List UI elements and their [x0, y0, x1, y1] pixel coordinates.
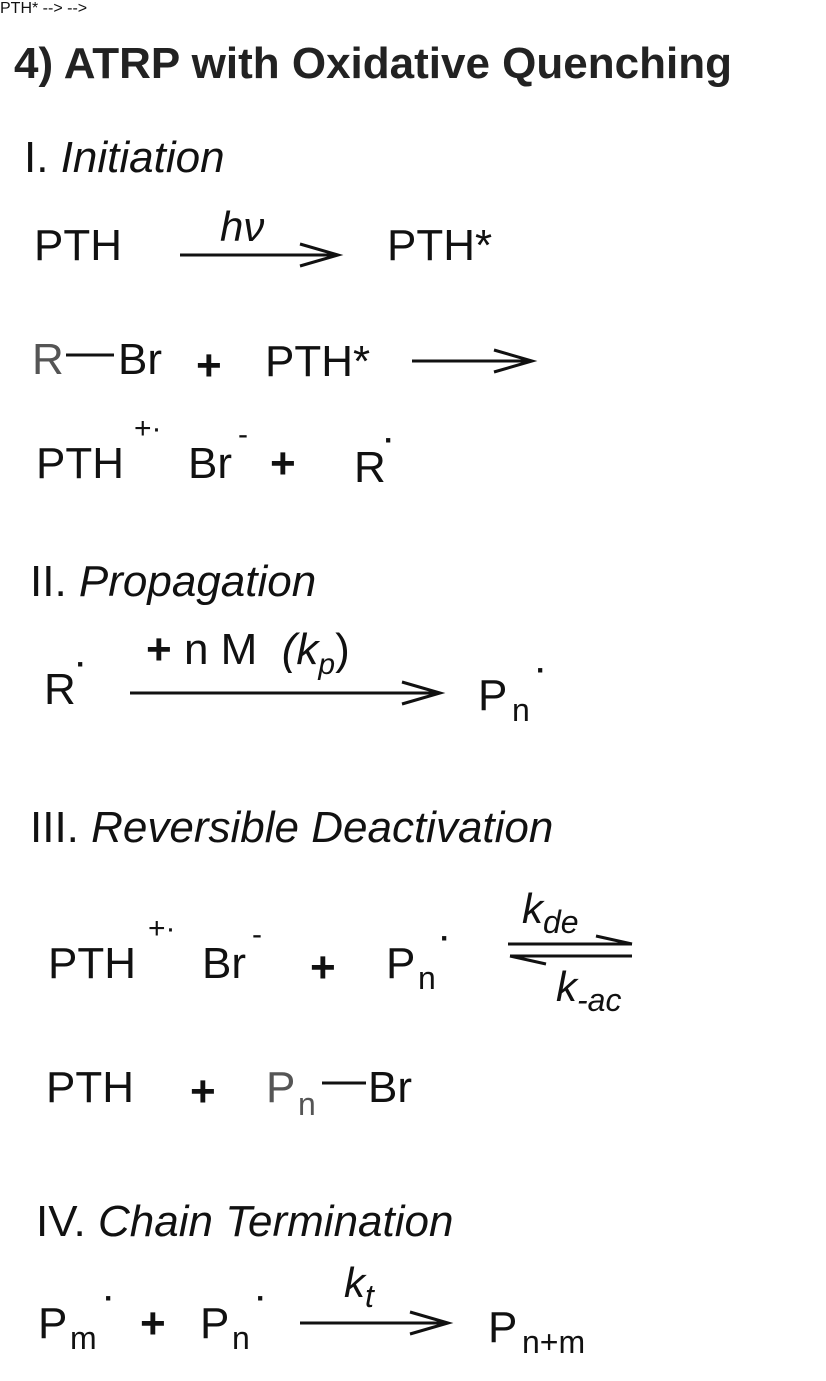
subscript: n [298, 1086, 316, 1122]
deactivation-pth: PTH [48, 939, 136, 988]
anion-charge: - [238, 418, 248, 451]
termination-heading: IV. Chain Termination [36, 1200, 453, 1244]
page-title: 4) ATRP with Oxidative Quenching [14, 39, 732, 88]
deactivation-product-p: P [266, 1063, 296, 1112]
rate-constant-open: (k [281, 625, 319, 674]
radical-dot: · [76, 648, 86, 681]
monomer-label: n M [183, 625, 258, 674]
propagation-reactant: R [44, 665, 76, 714]
deactivation-p: P [386, 939, 416, 988]
rate-constant-close: ) [335, 625, 350, 674]
subscript: n [418, 960, 436, 996]
propagation-product: P [478, 671, 508, 720]
initiation-heading: I. Initiation [24, 136, 225, 180]
plus-sign: + [270, 439, 296, 488]
initiation-r1-arrow [180, 242, 344, 268]
propagation-numeral: II. [30, 557, 67, 606]
termination-p2: P [200, 1299, 230, 1348]
initiation-r2-r: R [32, 335, 64, 384]
termination-product: P [488, 1303, 518, 1352]
subscript: n [232, 1320, 250, 1356]
initiation-r1-arrow-label: hν [220, 203, 265, 250]
k-symbol: k [344, 1259, 365, 1306]
plus-sign: + [310, 943, 336, 992]
subscript: n+m [522, 1324, 586, 1360]
propagation-name: Propagation [78, 557, 317, 606]
initiation-r2-br: Br [118, 335, 162, 384]
deactivation-numeral: III. [30, 803, 79, 852]
initiation-r2-reactant2: PTH* [265, 337, 371, 386]
radical-dot: · [104, 1282, 114, 1315]
initiation-r3-br: Br [188, 439, 232, 488]
initiation-r2-arrow [412, 348, 538, 374]
termination-rate-constant: kt [344, 1259, 374, 1313]
initiation-r3-pth: PTH [36, 439, 124, 488]
deactivation-br: Br [202, 939, 246, 988]
deactivation-product-pth: PTH [46, 1063, 134, 1112]
k-subscript: -ac [577, 982, 622, 1018]
termination-name: Chain Termination [98, 1197, 454, 1246]
subscript: n [512, 692, 530, 728]
termination-p1: P [38, 1299, 68, 1348]
radical-dot: · [384, 424, 394, 457]
termination-arrow [300, 1310, 454, 1336]
radical-cation-charge: +· [134, 412, 162, 445]
reverse-rate-constant: k-ac [556, 963, 621, 1017]
k-subscript: de [543, 904, 579, 940]
radical-cation-charge: +· [148, 912, 176, 945]
radical-dot: · [536, 654, 546, 687]
termination-numeral: IV. [36, 1197, 86, 1246]
subscript: m [70, 1320, 97, 1356]
propagation-arrow [130, 680, 446, 706]
initiation-r3-r: R [354, 443, 386, 492]
rate-constant-sub: p [318, 648, 336, 681]
bond-line [66, 353, 114, 357]
initiation-r1-reactant: PTH [34, 221, 122, 270]
k-subscript: t [365, 1278, 374, 1314]
initiation-name: Initiation [60, 133, 225, 182]
propagation-heading: II. Propagation [30, 560, 316, 604]
initiation-numeral: I. [24, 133, 49, 182]
plus-sign: + [196, 341, 222, 390]
plus-sign: + [190, 1067, 216, 1116]
forward-rate-constant: kde [522, 885, 579, 939]
initiation-r1-product: PTH* [387, 221, 493, 270]
equilibrium-arrows [508, 934, 633, 966]
radical-dot: · [256, 1282, 266, 1315]
k-symbol: k [522, 885, 543, 932]
bond-line [322, 1081, 366, 1085]
deactivation-name: Reversible Deactivation [91, 803, 554, 852]
k-symbol: k [556, 963, 577, 1010]
plus-sign: + [146, 625, 172, 674]
radical-dot: · [440, 922, 450, 955]
propagation-label: + n M (kp) [146, 625, 350, 680]
deactivation-product-br: Br [368, 1063, 412, 1112]
anion-charge: - [252, 918, 262, 951]
deactivation-heading: III. Reversible Deactivation [30, 806, 553, 850]
plus-sign: + [140, 1299, 166, 1348]
